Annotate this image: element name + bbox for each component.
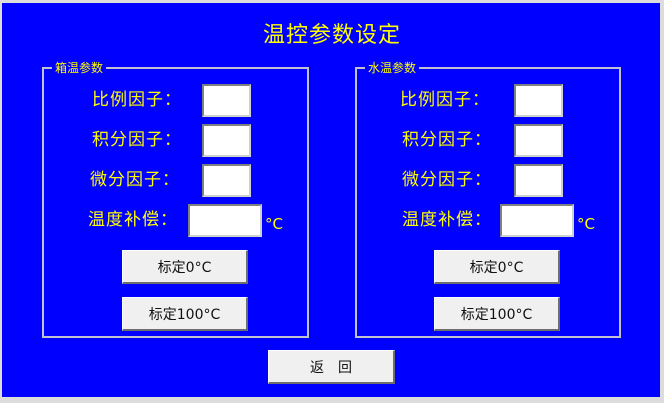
- label-derivative: 微分因子：: [402, 170, 492, 190]
- label-proportional: 比例因子：: [92, 90, 182, 110]
- unit-celsius: °C: [265, 215, 283, 233]
- label-integral: 积分因子：: [92, 130, 182, 150]
- input-integral[interactable]: [202, 124, 251, 157]
- label-temp-compensation: 温度补偿：: [88, 210, 178, 230]
- unit-celsius: °C: [577, 215, 595, 233]
- group-legend: 箱温参数: [52, 60, 107, 76]
- page-title: 温控参数设定: [262, 23, 401, 48]
- calibrate-0c-button[interactable]: 标定0°C: [122, 250, 248, 284]
- input-integral[interactable]: [514, 124, 563, 157]
- group-legend: 水温参数: [365, 60, 420, 76]
- group-box-water-temperature: 水温参数: [355, 60, 621, 338]
- calibrate-100c-button[interactable]: 标定100°C: [122, 297, 248, 331]
- calibrate-100c-button[interactable]: 标定100°C: [434, 297, 560, 331]
- client-area: 温控参数设定 箱温参数 比例因子： 积分因子： 微分因子： 温度补偿： °C 标…: [2, 3, 660, 397]
- group-box-temperature: 箱温参数: [42, 60, 309, 338]
- input-derivative[interactable]: [514, 164, 563, 197]
- input-proportional[interactable]: [514, 84, 563, 117]
- label-derivative: 微分因子：: [90, 170, 180, 190]
- input-proportional[interactable]: [202, 84, 251, 117]
- label-proportional: 比例因子：: [400, 90, 490, 110]
- return-button[interactable]: 返回: [268, 350, 395, 384]
- input-temp-compensation[interactable]: [500, 204, 574, 237]
- label-temp-compensation: 温度补偿：: [402, 210, 492, 230]
- calibrate-0c-button[interactable]: 标定0°C: [434, 250, 560, 284]
- input-temp-compensation[interactable]: [188, 204, 262, 237]
- label-integral: 积分因子：: [402, 130, 492, 150]
- input-derivative[interactable]: [202, 164, 251, 197]
